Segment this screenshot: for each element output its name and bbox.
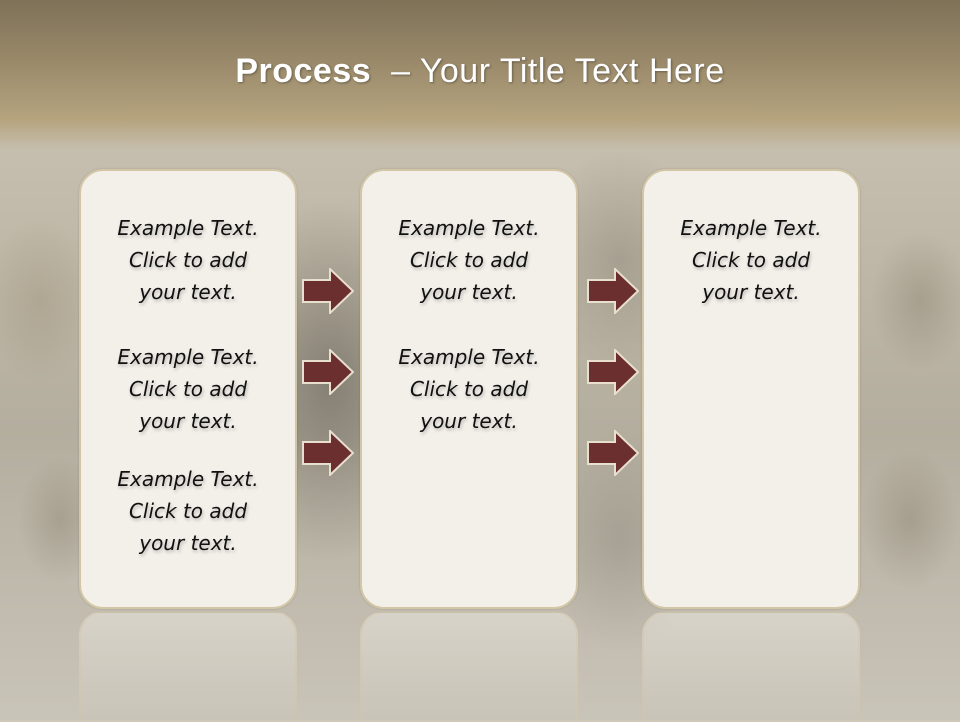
text-line: your text. (139, 280, 237, 304)
text-line: your text. (702, 280, 800, 304)
text-line: your text. (139, 409, 237, 433)
text-line: Example Text. (398, 216, 540, 240)
text-line: your text. (139, 531, 237, 555)
arrow-right-icon[interactable] (587, 349, 639, 395)
arrow-right-icon[interactable] (587, 268, 639, 314)
text-block[interactable]: Example Text. Click to add your text. (81, 341, 295, 437)
text-line: Example Text. (680, 216, 822, 240)
box-reflection (79, 611, 297, 722)
text-line: Click to add (409, 248, 529, 272)
text-line: Click to add (409, 377, 529, 401)
slide-title[interactable]: Process – Your Title Text Here (0, 52, 960, 91)
text-block[interactable]: Example Text. Click to add your text. (81, 212, 295, 308)
text-line: Example Text. (398, 345, 540, 369)
box-reflection (360, 611, 578, 722)
text-line: Click to add (128, 248, 248, 272)
arrow-right-icon[interactable] (302, 349, 354, 395)
text-line: Example Text. (117, 216, 259, 240)
arrow-right-icon[interactable] (587, 430, 639, 476)
title-band (0, 0, 960, 150)
text-line: Example Text. (117, 345, 259, 369)
text-line: Click to add (128, 377, 248, 401)
title-bold: Process (235, 52, 372, 90)
title-rest: – Your Title Text Here (391, 52, 725, 90)
text-block[interactable]: Example Text. Click to add your text. (362, 341, 576, 437)
process-box-2[interactable]: Example Text. Click to add your text. Ex… (360, 169, 578, 609)
text-block[interactable]: Example Text. Click to add your text. (644, 212, 858, 308)
text-block[interactable]: Example Text. Click to add your text. (81, 463, 295, 559)
text-line: your text. (420, 280, 518, 304)
process-box-3[interactable]: Example Text. Click to add your text. (642, 169, 860, 609)
arrow-right-icon[interactable] (302, 430, 354, 476)
text-line: Click to add (128, 499, 248, 523)
process-box-1[interactable]: Example Text. Click to add your text. Ex… (79, 169, 297, 609)
text-line: Click to add (691, 248, 811, 272)
text-line: your text. (420, 409, 518, 433)
box-reflection (642, 611, 860, 722)
arrow-right-icon[interactable] (302, 268, 354, 314)
text-block[interactable]: Example Text. Click to add your text. (362, 212, 576, 308)
text-line: Example Text. (117, 467, 259, 491)
